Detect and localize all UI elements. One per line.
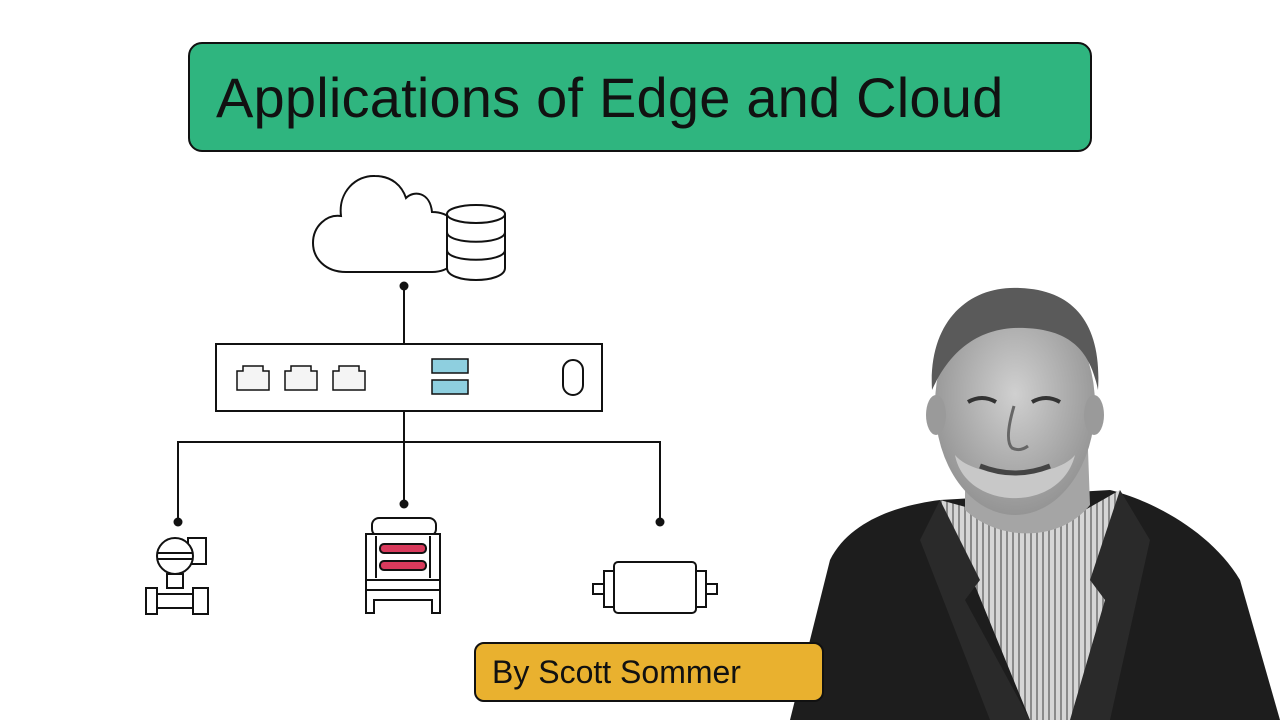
cloud-icon [311,174,462,273]
author-name: By Scott Sommer [492,653,741,690]
page-title: Applications of Edge and Cloud [216,65,1004,129]
usb-port-icon [431,358,469,395]
author-banner: By Scott Sommer [474,642,824,702]
power-button-icon [562,359,584,396]
title-banner: Applications of Edge and Cloud [188,42,1092,152]
flow-meter-icon [145,537,209,615]
connection-dots [173,281,665,527]
industrial-press-icon [365,517,441,614]
presenter-photo [790,287,1280,720]
database-icon [446,204,506,281]
motor-icon [592,561,718,614]
connection-lines [177,286,661,522]
ethernet-port-icon [236,365,366,391]
edge-gateway-icon [215,343,603,412]
